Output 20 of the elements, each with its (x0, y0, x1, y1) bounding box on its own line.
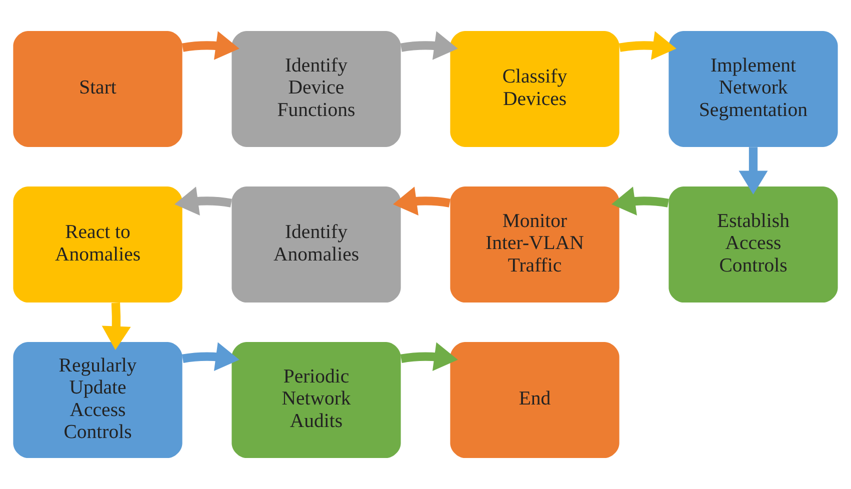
arrow (392, 186, 450, 216)
node-box: Establish Access Controls (668, 186, 838, 303)
arrow (174, 186, 232, 216)
arrow (738, 147, 768, 194)
node-box: React to Anomalies (13, 186, 182, 303)
node-box: Classify Devices (450, 30, 620, 147)
node-box: Implement Network Segmentation (668, 30, 838, 147)
arrow (611, 186, 669, 216)
node-box: Periodic Network Audits (232, 342, 401, 458)
node-box: Monitor Inter-VLAN Traffic (450, 186, 620, 303)
node-box: Start (13, 30, 182, 147)
arrow (182, 31, 240, 60)
node-box: Identify Device Functions (232, 30, 401, 147)
node-box: Regularly Update Access Controls (13, 342, 182, 458)
arrow (618, 31, 676, 60)
node-box: End (450, 342, 620, 458)
arrow (102, 302, 131, 350)
node-box: Identify Anomalies (232, 186, 401, 303)
arrow (182, 342, 240, 371)
arrow (400, 342, 458, 371)
